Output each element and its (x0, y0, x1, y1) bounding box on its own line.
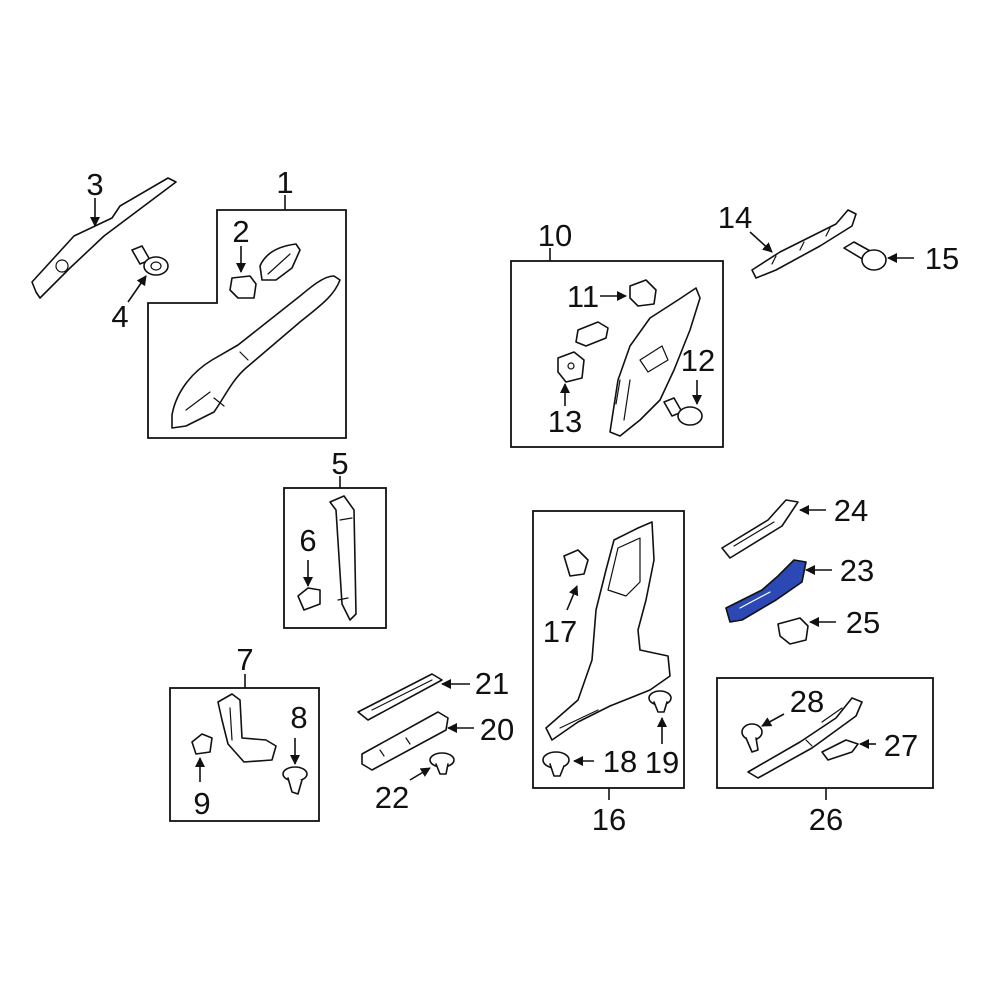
callout-8: 8 (290, 700, 307, 735)
part-10-pillar-trim[interactable] (609, 287, 701, 437)
part-24-scuff-plate[interactable] (721, 499, 799, 559)
callout-5: 5 (331, 446, 348, 481)
leader-28 (761, 713, 785, 727)
callout-10: 10 (538, 218, 572, 253)
callout-12: 12 (681, 343, 715, 378)
part-28-bolt[interactable] (741, 723, 763, 753)
callout-3: 3 (86, 167, 103, 202)
part-4-bolt[interactable] (131, 245, 169, 276)
part-17-clip[interactable] (563, 549, 589, 577)
callout-28: 28 (790, 684, 824, 719)
part-19-push-pin[interactable] (648, 690, 672, 713)
callout-26: 26 (809, 802, 843, 837)
callout-14: 14 (718, 200, 752, 235)
callout-22: 22 (375, 780, 409, 815)
part-21-scuff-plate[interactable] (357, 673, 443, 721)
part-27-clip[interactable] (821, 739, 859, 761)
part-clip-unlabeled[interactable] (575, 321, 609, 347)
part-13-clip[interactable] (557, 351, 585, 383)
part-14-bracket[interactable] (751, 209, 857, 279)
callout-17: 17 (543, 614, 577, 649)
callout-15: 15 (925, 241, 959, 276)
leader-4 (127, 275, 147, 303)
callout-23: 23 (840, 553, 874, 588)
callout-1: 1 (276, 165, 293, 200)
callout-21: 21 (475, 666, 509, 701)
callout-9: 9 (193, 786, 210, 821)
part-25-clip[interactable] (777, 617, 809, 645)
part-23-scuff-plate-highlighted[interactable] (725, 559, 807, 623)
callout-16: 16 (592, 802, 626, 837)
callout-6: 6 (299, 523, 316, 558)
part-6-clip[interactable] (297, 587, 321, 611)
leader-22 (409, 767, 431, 781)
part-1-roof-side-rail-trim[interactable] (171, 275, 341, 429)
part-5-pillar-trim[interactable] (329, 495, 357, 621)
callout-25: 25 (846, 605, 880, 640)
callout-2: 2 (232, 214, 249, 249)
part-9-clip[interactable] (191, 733, 213, 755)
callout-19: 19 (645, 745, 679, 780)
part-12-bolt[interactable] (663, 397, 703, 426)
leader-17 (566, 585, 579, 611)
part-16-pillar-trim[interactable] (545, 521, 671, 741)
part-8-push-pin[interactable] (282, 766, 308, 795)
callout-7: 7 (236, 642, 253, 677)
part-18-push-pin[interactable] (542, 751, 570, 777)
callout-18: 18 (603, 744, 637, 779)
part-7-trim-panel[interactable] (217, 693, 277, 763)
callout-4: 4 (111, 299, 128, 334)
part-26-sill-plate[interactable] (747, 697, 863, 779)
callout-24: 24 (834, 493, 868, 528)
part-15-bolt[interactable] (843, 241, 887, 271)
part-2-clip[interactable] (229, 243, 301, 299)
callout-13: 13 (548, 404, 582, 439)
leader-14 (749, 231, 773, 253)
callout-27: 27 (884, 728, 918, 763)
callout-20: 20 (480, 712, 514, 747)
part-20-sill-plate[interactable] (361, 711, 449, 771)
part-11-clip[interactable] (629, 279, 657, 307)
part-22-push-pin[interactable] (429, 752, 455, 775)
callout-11: 11 (567, 279, 599, 314)
part-3-molding[interactable] (31, 177, 177, 299)
